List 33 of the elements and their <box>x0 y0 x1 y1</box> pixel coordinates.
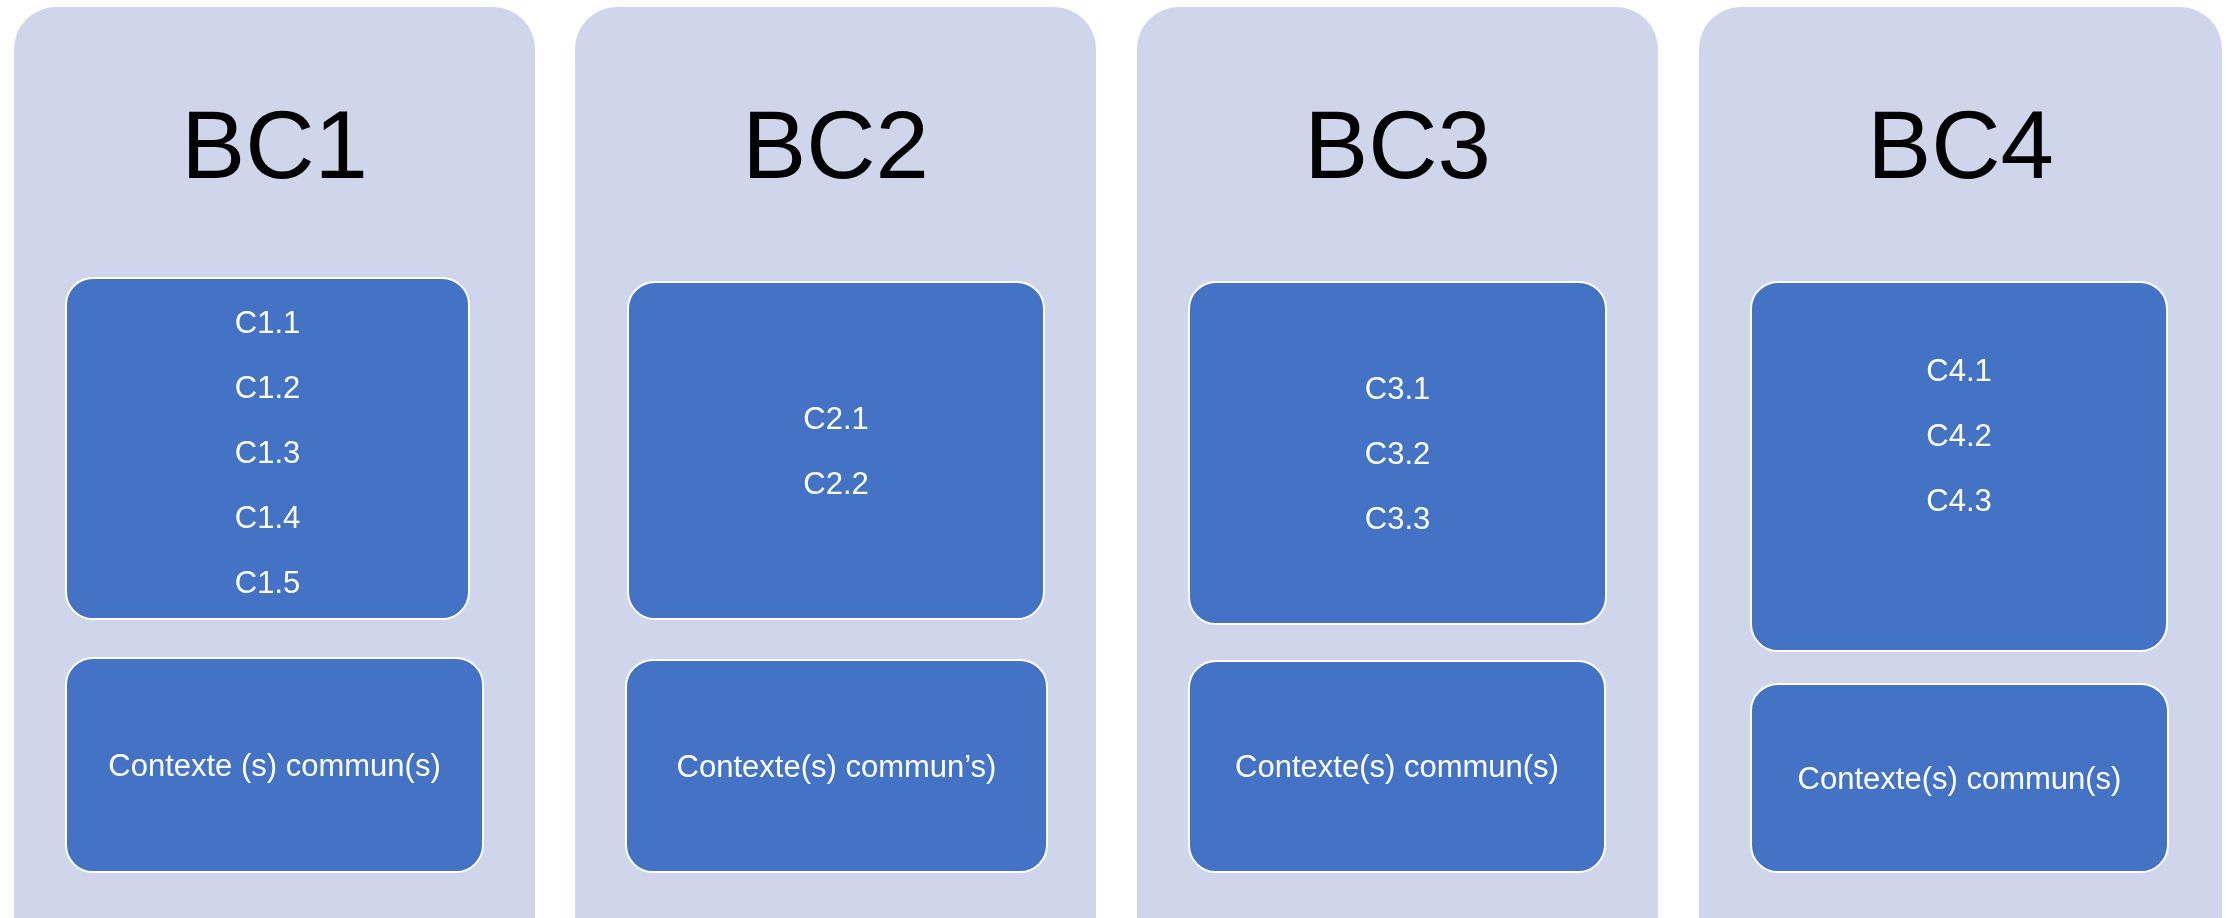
competency-label: C4.2 <box>1925 417 1993 455</box>
competency-label: C3.3 <box>1363 500 1432 538</box>
column-heading: BC1 <box>180 90 369 200</box>
context-label: Contexte(s) commun(s) <box>1234 748 1560 786</box>
column-panel <box>1699 7 2222 918</box>
competency-label: C4.1 <box>1925 352 1993 390</box>
column-panel <box>1137 7 1658 918</box>
competency-label: C2.1 <box>802 400 870 438</box>
competency-label: C1.5 <box>233 564 302 602</box>
context-label: Contexte(s) commun(s) <box>1796 759 2123 798</box>
column-heading: BC4 <box>1866 90 2055 200</box>
competency-label: C1.2 <box>233 369 302 407</box>
column-panel <box>575 7 1096 918</box>
context-label: Contexte (s) commun(s) <box>107 746 442 785</box>
competency-label: C3.2 <box>1363 435 1432 473</box>
competency-label: C2.2 <box>802 465 870 503</box>
competency-label: C3.1 <box>1363 370 1432 408</box>
competency-label: C1.4 <box>233 499 302 537</box>
competency-label: C4.3 <box>1925 482 1993 520</box>
competency-box <box>65 277 470 620</box>
competency-label: C1.3 <box>233 434 302 472</box>
context-label: Contexte(s) commun’s) <box>675 747 998 786</box>
context-box <box>1188 660 1606 873</box>
competency-label: C1.1 <box>233 304 302 342</box>
competency-box <box>1188 281 1607 625</box>
context-box <box>625 659 1048 873</box>
column-heading: BC2 <box>741 90 930 200</box>
column-panel <box>14 7 535 918</box>
column-heading: BC3 <box>1303 90 1492 200</box>
context-box <box>65 657 484 873</box>
competency-box <box>1750 281 2168 652</box>
competency-box <box>627 281 1045 620</box>
context-box <box>1750 683 2169 873</box>
